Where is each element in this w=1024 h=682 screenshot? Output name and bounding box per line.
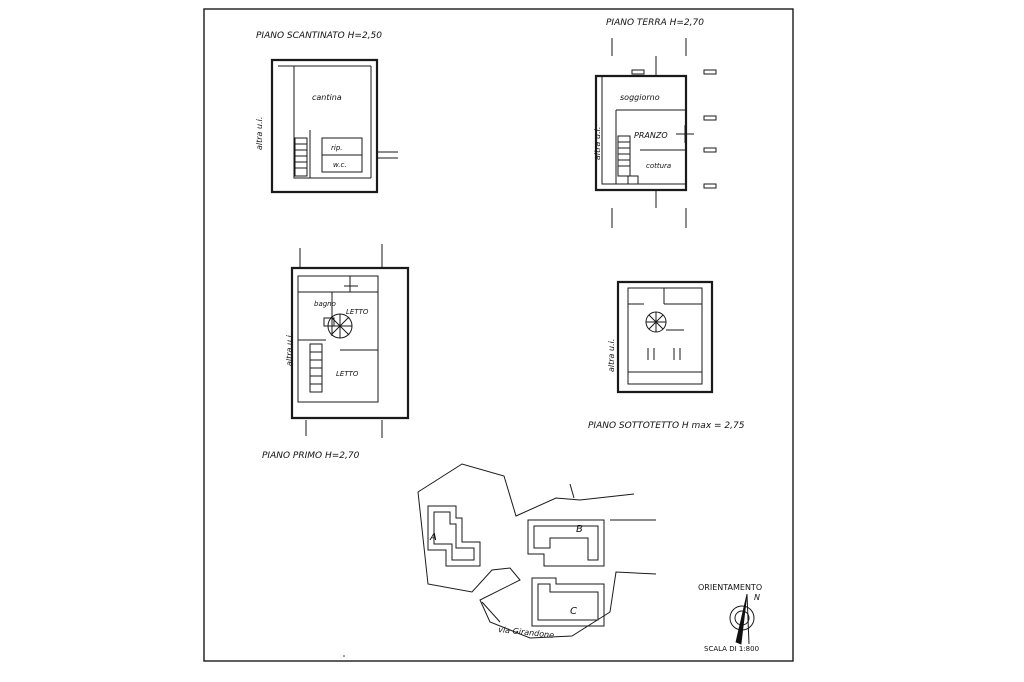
basement-title: PIANO SCANTINATO H=2,50 (256, 31, 382, 41)
first-room-letto-1: LETTO (346, 308, 369, 316)
first-spiral-stair (323, 313, 353, 339)
site-plan: A B C via Girandone (417, 463, 657, 640)
ground-stair (617, 135, 639, 185)
basement-room-wc: w.c. (333, 161, 347, 169)
site-street-label: via Girandone (498, 625, 555, 640)
ground-window-marks (631, 69, 717, 189)
basement-plan: PIANO SCANTINATO H=2,50 cantina rip. w.c… (255, 31, 398, 194)
first-floor-plan: bagno LETTO LETTO altra u.i. PIANO PRIMO… (262, 244, 410, 461)
site-label-b: B (576, 524, 583, 535)
attic-side-label: altra u.i. (607, 339, 616, 372)
basement-side-label: altra u.i. (255, 117, 264, 150)
north-arrow-icon (729, 593, 755, 645)
site-label-a: A (429, 532, 437, 543)
orientation-block: ORIENTAMENTO N SCALA DI 1:800 (698, 583, 762, 653)
orientation-north: N (754, 593, 760, 602)
scale-label: SCALA DI 1:800 (704, 645, 759, 653)
ground-title: PIANO TERRA H=2,70 (606, 18, 704, 28)
basement-room-rip: rip. (331, 144, 343, 152)
site-building-b (527, 519, 605, 567)
ground-side-label: altra u.i. (593, 127, 602, 160)
ground-room-cottura: cottura (646, 162, 671, 170)
first-side-label: altra u.i. (285, 333, 294, 366)
attic-spiral-stair (645, 311, 667, 333)
sheet-border (203, 8, 794, 662)
site-label-c: C (570, 606, 577, 617)
ground-room-soggiorno: soggiorno (620, 93, 660, 102)
attic-title: PIANO SOTTOTETTO H max = 2,75 (588, 421, 745, 431)
attic-plan: altra u.i. PIANO SOTTOTETTO H max = 2,75 (588, 280, 745, 431)
site-building-c (531, 577, 605, 627)
basement-stair (294, 130, 311, 178)
site-building-a (427, 505, 481, 567)
stray-mark (343, 655, 345, 657)
first-stair (309, 343, 323, 393)
first-room-bagno: bagno (314, 300, 336, 308)
first-title: PIANO PRIMO H=2,70 (262, 451, 360, 461)
basement-room-cantina: cantina (312, 93, 342, 102)
ground-room-pranzo: PRANZO (634, 131, 668, 140)
ground-plan: PIANO TERRA H=2,70 soggiorno PRANZO cott… (593, 18, 717, 228)
orientation-label: ORIENTAMENTO (698, 583, 762, 592)
first-room-letto-2: LETTO (336, 370, 359, 378)
